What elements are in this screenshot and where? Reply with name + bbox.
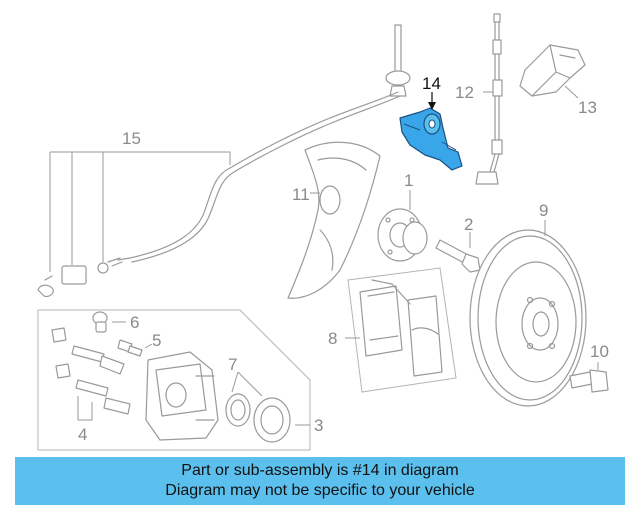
callout-10: 10 — [590, 342, 609, 361]
callout-4: 4 — [78, 425, 87, 444]
info-banner: Part or sub-assembly is #14 in diagram D… — [15, 457, 625, 505]
brake-rotor-9 — [469, 220, 587, 407]
wire-harness-15 — [37, 24, 411, 297]
callout-7: 7 — [228, 355, 237, 374]
bracket-13 — [519, 44, 586, 99]
callout-12: 12 — [455, 83, 474, 102]
hub-bolt-2 — [435, 232, 481, 273]
callout-14: 14 — [422, 74, 441, 93]
callout-2: 2 — [464, 215, 473, 234]
caliper-body — [145, 351, 219, 441]
parts-diagram: 15 12 13 14 11 — [37, 13, 609, 451]
callout-8: 8 — [328, 329, 337, 348]
callout-6: 6 — [130, 313, 139, 332]
callout-9: 9 — [539, 201, 548, 220]
banner-line-part: Part or sub-assembly is #14 in diagram — [181, 462, 459, 479]
banner-line-disclaimer: Diagram may not be specific to your vehi… — [165, 482, 475, 499]
caliper-assembly-3 — [37, 309, 311, 451]
callout-15: 15 — [122, 129, 141, 148]
brake-pads-8 — [345, 267, 457, 393]
callout-11: 11 — [292, 185, 310, 204]
wheel-hub-1 — [377, 190, 428, 262]
callout-13: 13 — [578, 98, 597, 117]
piston-seal-7 — [225, 371, 291, 443]
sensor-wire-12 — [475, 13, 503, 185]
guide-pins-4 — [51, 327, 131, 421]
callout-3: 3 — [314, 416, 323, 435]
bleeder-screw-5 — [117, 339, 153, 357]
splash-shield-11 — [287, 141, 381, 299]
callout-1: 1 — [404, 171, 413, 190]
callout-5: 5 — [152, 331, 161, 350]
abs-sensor-14 — [399, 92, 463, 171]
wheel-bolt-10 — [569, 362, 609, 393]
bleeder-cap-6 — [92, 311, 126, 333]
